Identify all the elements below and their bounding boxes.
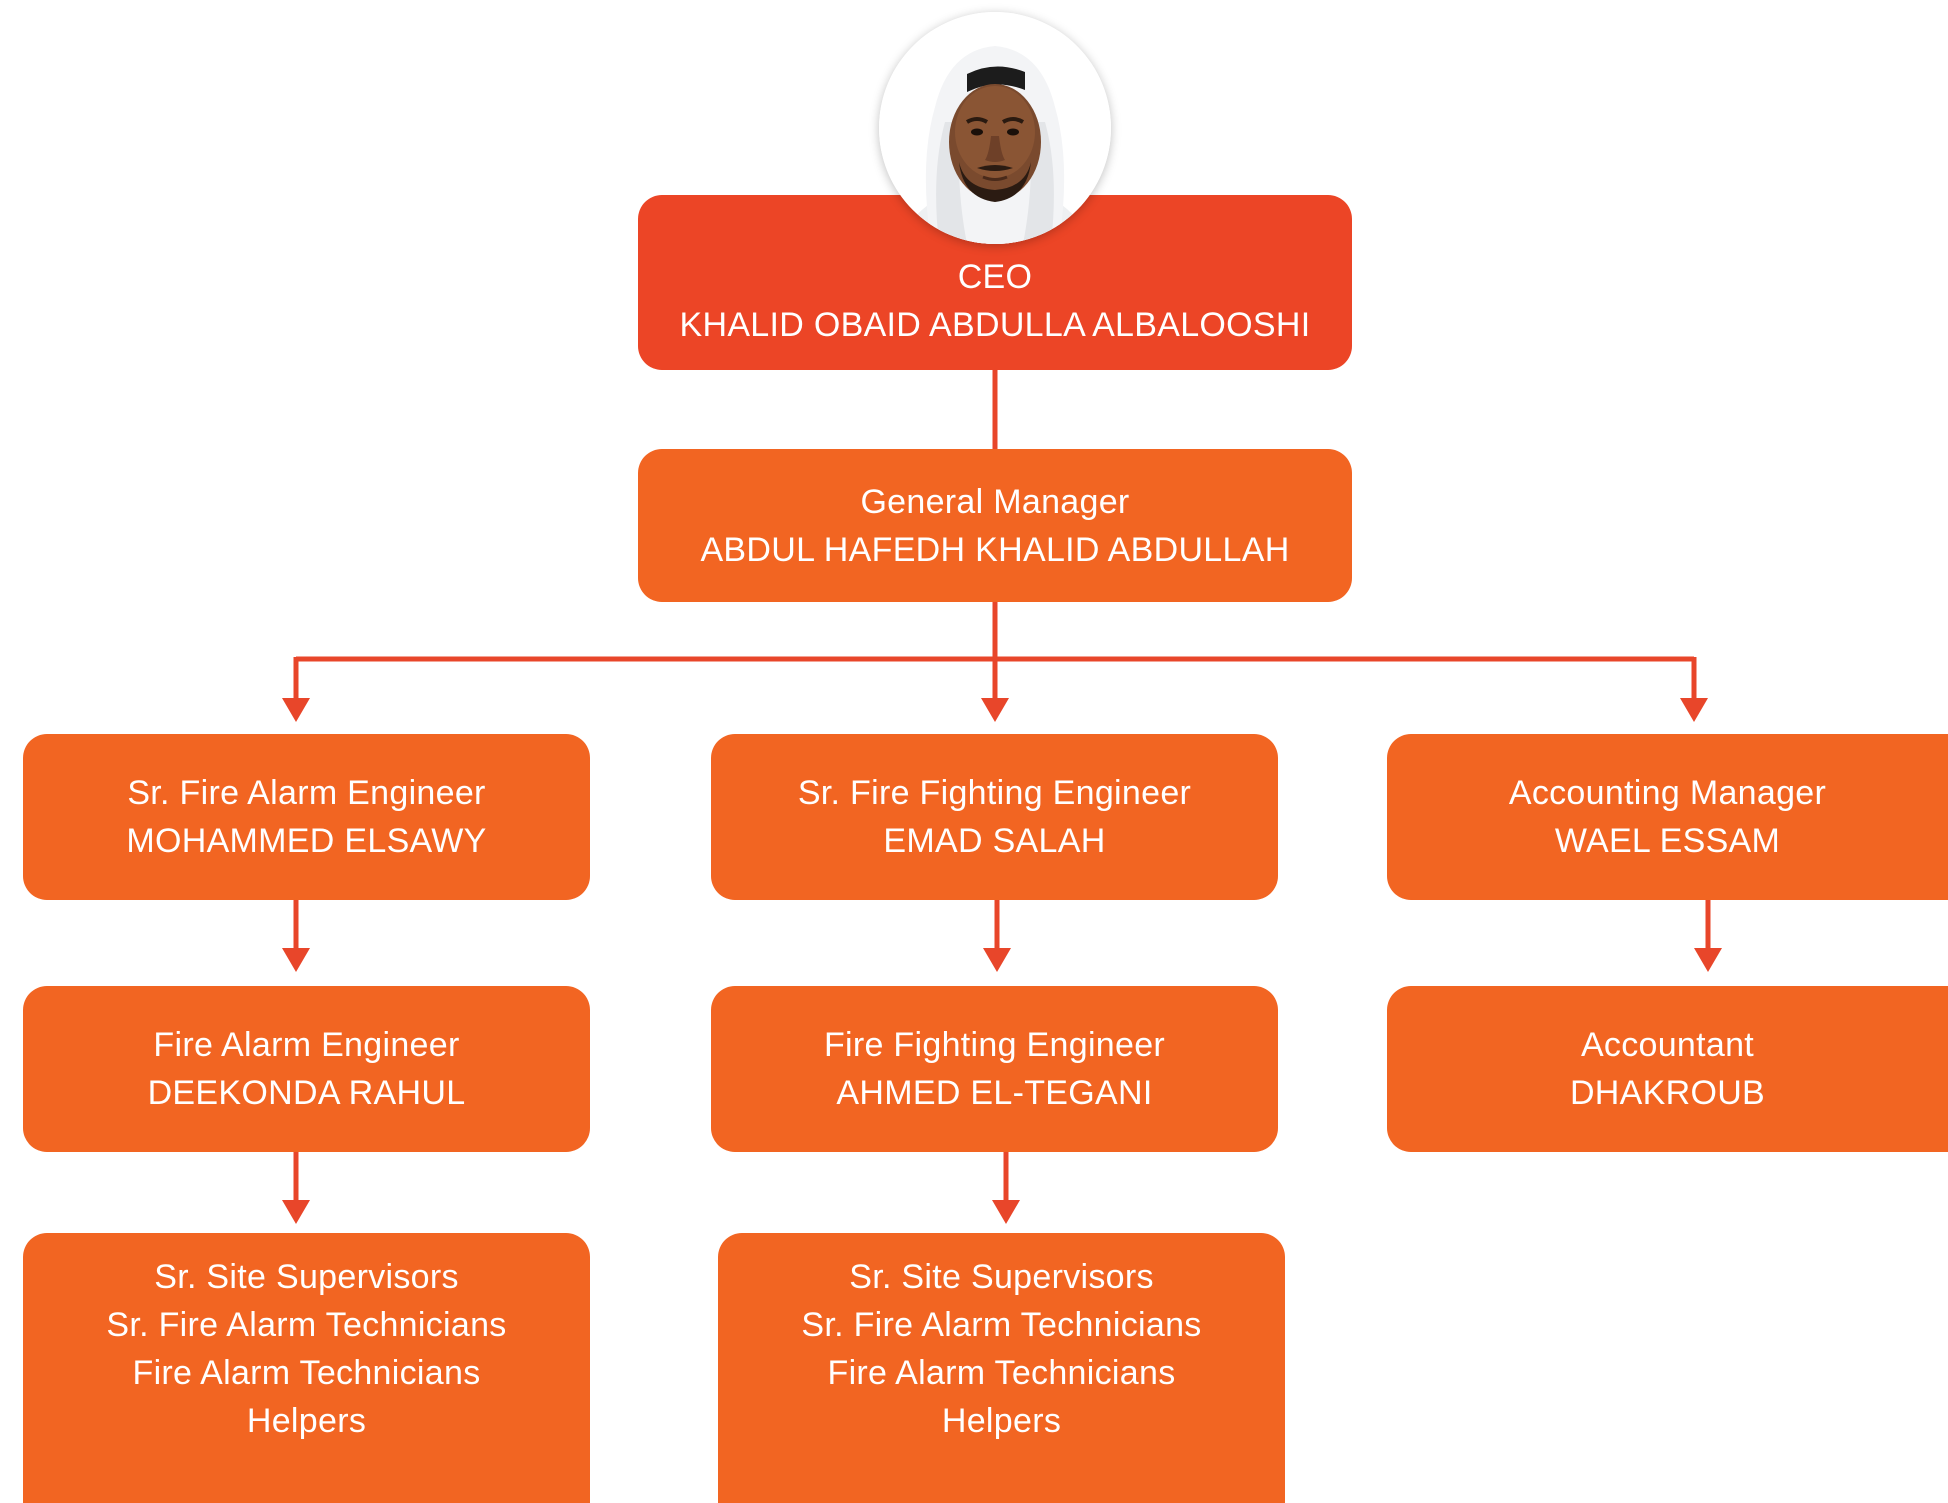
ceo-title: CEO xyxy=(957,258,1033,296)
accounting-manager-box: Accounting Manager WAEL ESSAM xyxy=(1387,734,1948,900)
person-photo-icon xyxy=(879,12,1111,244)
arrowhead-icon xyxy=(992,1200,1020,1224)
arrowhead-icon xyxy=(282,948,310,972)
sr-fire-fighting-engineer-name: EMAD SALAH xyxy=(883,822,1106,860)
team-member-item: Helpers xyxy=(246,1402,367,1440)
accounting-manager-title: Accounting Manager xyxy=(1508,774,1827,812)
general-manager-box: General Manager ABDUL HAFEDH KHALID ABDU… xyxy=(638,449,1352,602)
ceo-portrait xyxy=(879,12,1111,244)
arrowhead-icon xyxy=(1694,948,1722,972)
ceo-name: KHALID OBAID ABDULLA ALBALOOSHI xyxy=(679,306,1311,344)
accountant-name: DHAKROUB xyxy=(1569,1074,1766,1112)
connector-lines xyxy=(293,368,1711,1200)
fire-fighting-team-box: Sr. Site Supervisors Sr. Fire Alarm Tech… xyxy=(718,1233,1285,1503)
arrowhead-icon xyxy=(282,698,310,722)
fire-alarm-engineer-box: Fire Alarm Engineer DEEKONDA RAHUL xyxy=(23,986,590,1152)
team-member-item: Fire Alarm Technicians xyxy=(132,1354,481,1392)
team-member-item: Sr. Fire Alarm Technicians xyxy=(801,1306,1202,1344)
fire-alarm-team-box: Sr. Site Supervisors Sr. Fire Alarm Tech… xyxy=(23,1233,590,1503)
team-member-item: Sr. Site Supervisors xyxy=(849,1258,1154,1296)
team-member-item: Fire Alarm Technicians xyxy=(827,1354,1176,1392)
arrowhead-icon xyxy=(1680,698,1708,722)
sr-fire-alarm-engineer-box: Sr. Fire Alarm Engineer MOHAMMED ELSAWY xyxy=(23,734,590,900)
fire-alarm-engineer-name: DEEKONDA RAHUL xyxy=(147,1074,466,1112)
arrowhead-icon xyxy=(282,1200,310,1224)
general-manager-title: General Manager xyxy=(860,482,1130,521)
accountant-title: Accountant xyxy=(1580,1026,1755,1064)
connector-arrowheads xyxy=(282,698,1722,1224)
sr-fire-alarm-engineer-title: Sr. Fire Alarm Engineer xyxy=(127,774,486,812)
ceo-box: CEO KHALID OBAID ABDULLA ALBALOOSHI xyxy=(638,195,1352,370)
arrowhead-icon xyxy=(983,948,1011,972)
arrowhead-icon xyxy=(981,698,1009,722)
fire-fighting-engineer-name: AHMED EL-TEGANI xyxy=(836,1074,1153,1112)
fire-fighting-engineer-box: Fire Fighting Engineer AHMED EL-TEGANI xyxy=(711,986,1278,1152)
sr-fire-alarm-engineer-name: MOHAMMED ELSAWY xyxy=(126,822,487,860)
accountant-box: Accountant DHAKROUB xyxy=(1387,986,1948,1152)
sr-fire-fighting-engineer-title: Sr. Fire Fighting Engineer xyxy=(797,774,1192,812)
accounting-manager-name: WAEL ESSAM xyxy=(1554,822,1781,860)
sr-fire-fighting-engineer-box: Sr. Fire Fighting Engineer EMAD SALAH xyxy=(711,734,1278,900)
fire-fighting-engineer-title: Fire Fighting Engineer xyxy=(823,1026,1166,1064)
team-member-item: Helpers xyxy=(941,1402,1062,1440)
team-member-item: Sr. Fire Alarm Technicians xyxy=(106,1306,507,1344)
team-member-item: Sr. Site Supervisors xyxy=(154,1258,459,1296)
general-manager-name: ABDUL HAFEDH KHALID ABDULLAH xyxy=(700,530,1290,569)
fire-alarm-engineer-title: Fire Alarm Engineer xyxy=(153,1026,460,1064)
